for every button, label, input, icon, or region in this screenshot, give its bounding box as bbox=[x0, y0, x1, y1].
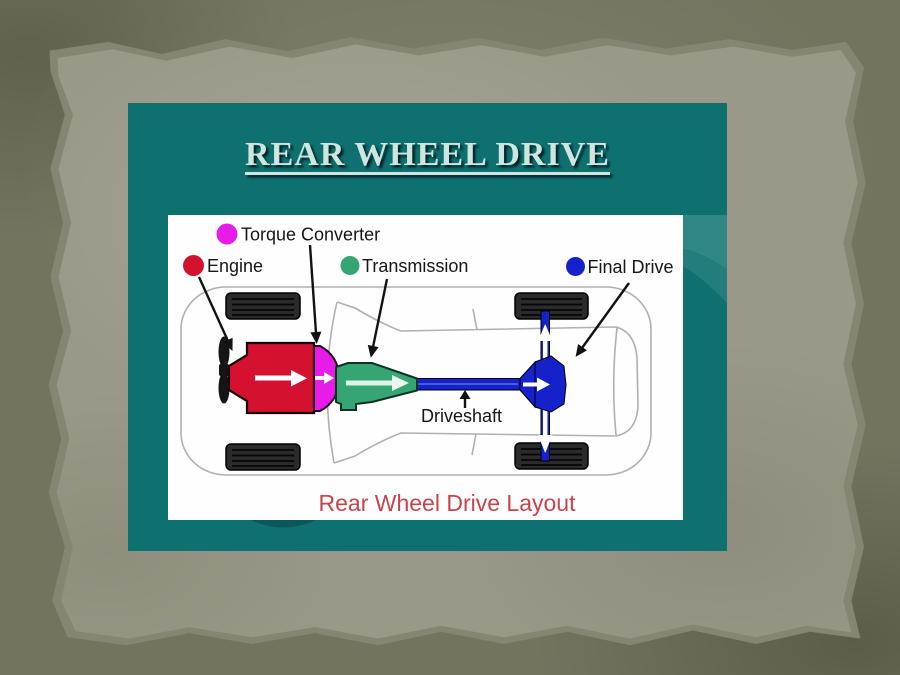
pointer-arrow-engine bbox=[197, 276, 233, 351]
legend-dot-engine bbox=[183, 255, 204, 276]
pointer-arrow-transmission bbox=[367, 278, 389, 358]
diagram-panel: Torque Converter Engine Transmission Fin… bbox=[168, 215, 683, 520]
legend-dot-final-drive bbox=[566, 257, 585, 276]
pointer-arrow-driveshaft bbox=[459, 390, 471, 408]
legend-dot-torque-converter bbox=[216, 223, 238, 245]
driveshaft-label: Driveshaft bbox=[421, 406, 502, 426]
transmission-flow-arrow bbox=[346, 375, 409, 391]
pointer-arrow-final-drive bbox=[575, 282, 630, 357]
diagram-caption: Rear Wheel Drive Layout bbox=[319, 490, 577, 516]
rwd-diagram: Torque Converter Engine Transmission Fin… bbox=[180, 223, 674, 516]
tire-front-right bbox=[225, 443, 301, 471]
final-drive-arrow bbox=[523, 377, 550, 392]
tire-rear-right bbox=[514, 442, 589, 470]
engine-flow-arrow bbox=[255, 370, 307, 387]
tire-rear-left bbox=[514, 292, 589, 320]
legend-dot-transmission bbox=[340, 256, 360, 275]
legend-label-engine: Engine bbox=[207, 256, 263, 276]
slide: REAR WHEEL DRIVE bbox=[128, 103, 727, 551]
slide-title: REAR WHEEL DRIVE bbox=[245, 136, 610, 173]
car-body-outline bbox=[180, 286, 652, 476]
final-drive-differential bbox=[534, 355, 567, 413]
tire-front-left bbox=[225, 292, 301, 320]
legend-label-transmission: Transmission bbox=[362, 256, 468, 276]
legend-label-torque-converter: Torque Converter bbox=[241, 225, 380, 245]
torque-converter-arrow bbox=[315, 372, 334, 384]
legend-label-final-drive: Final Drive bbox=[588, 257, 674, 277]
pointer-arrow-torque-converter bbox=[308, 244, 322, 344]
transmission bbox=[335, 362, 418, 411]
slide-swoosh-decoration bbox=[251, 215, 727, 528]
